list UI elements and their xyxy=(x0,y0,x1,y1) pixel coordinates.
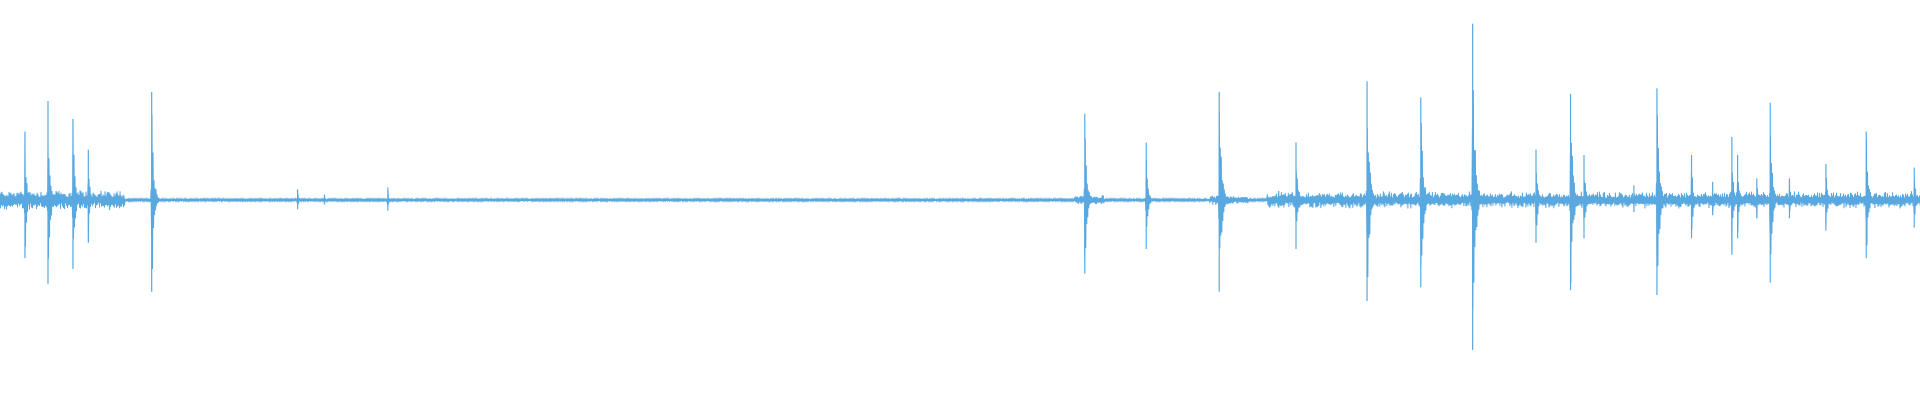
waveform-series-line xyxy=(0,90,1920,309)
